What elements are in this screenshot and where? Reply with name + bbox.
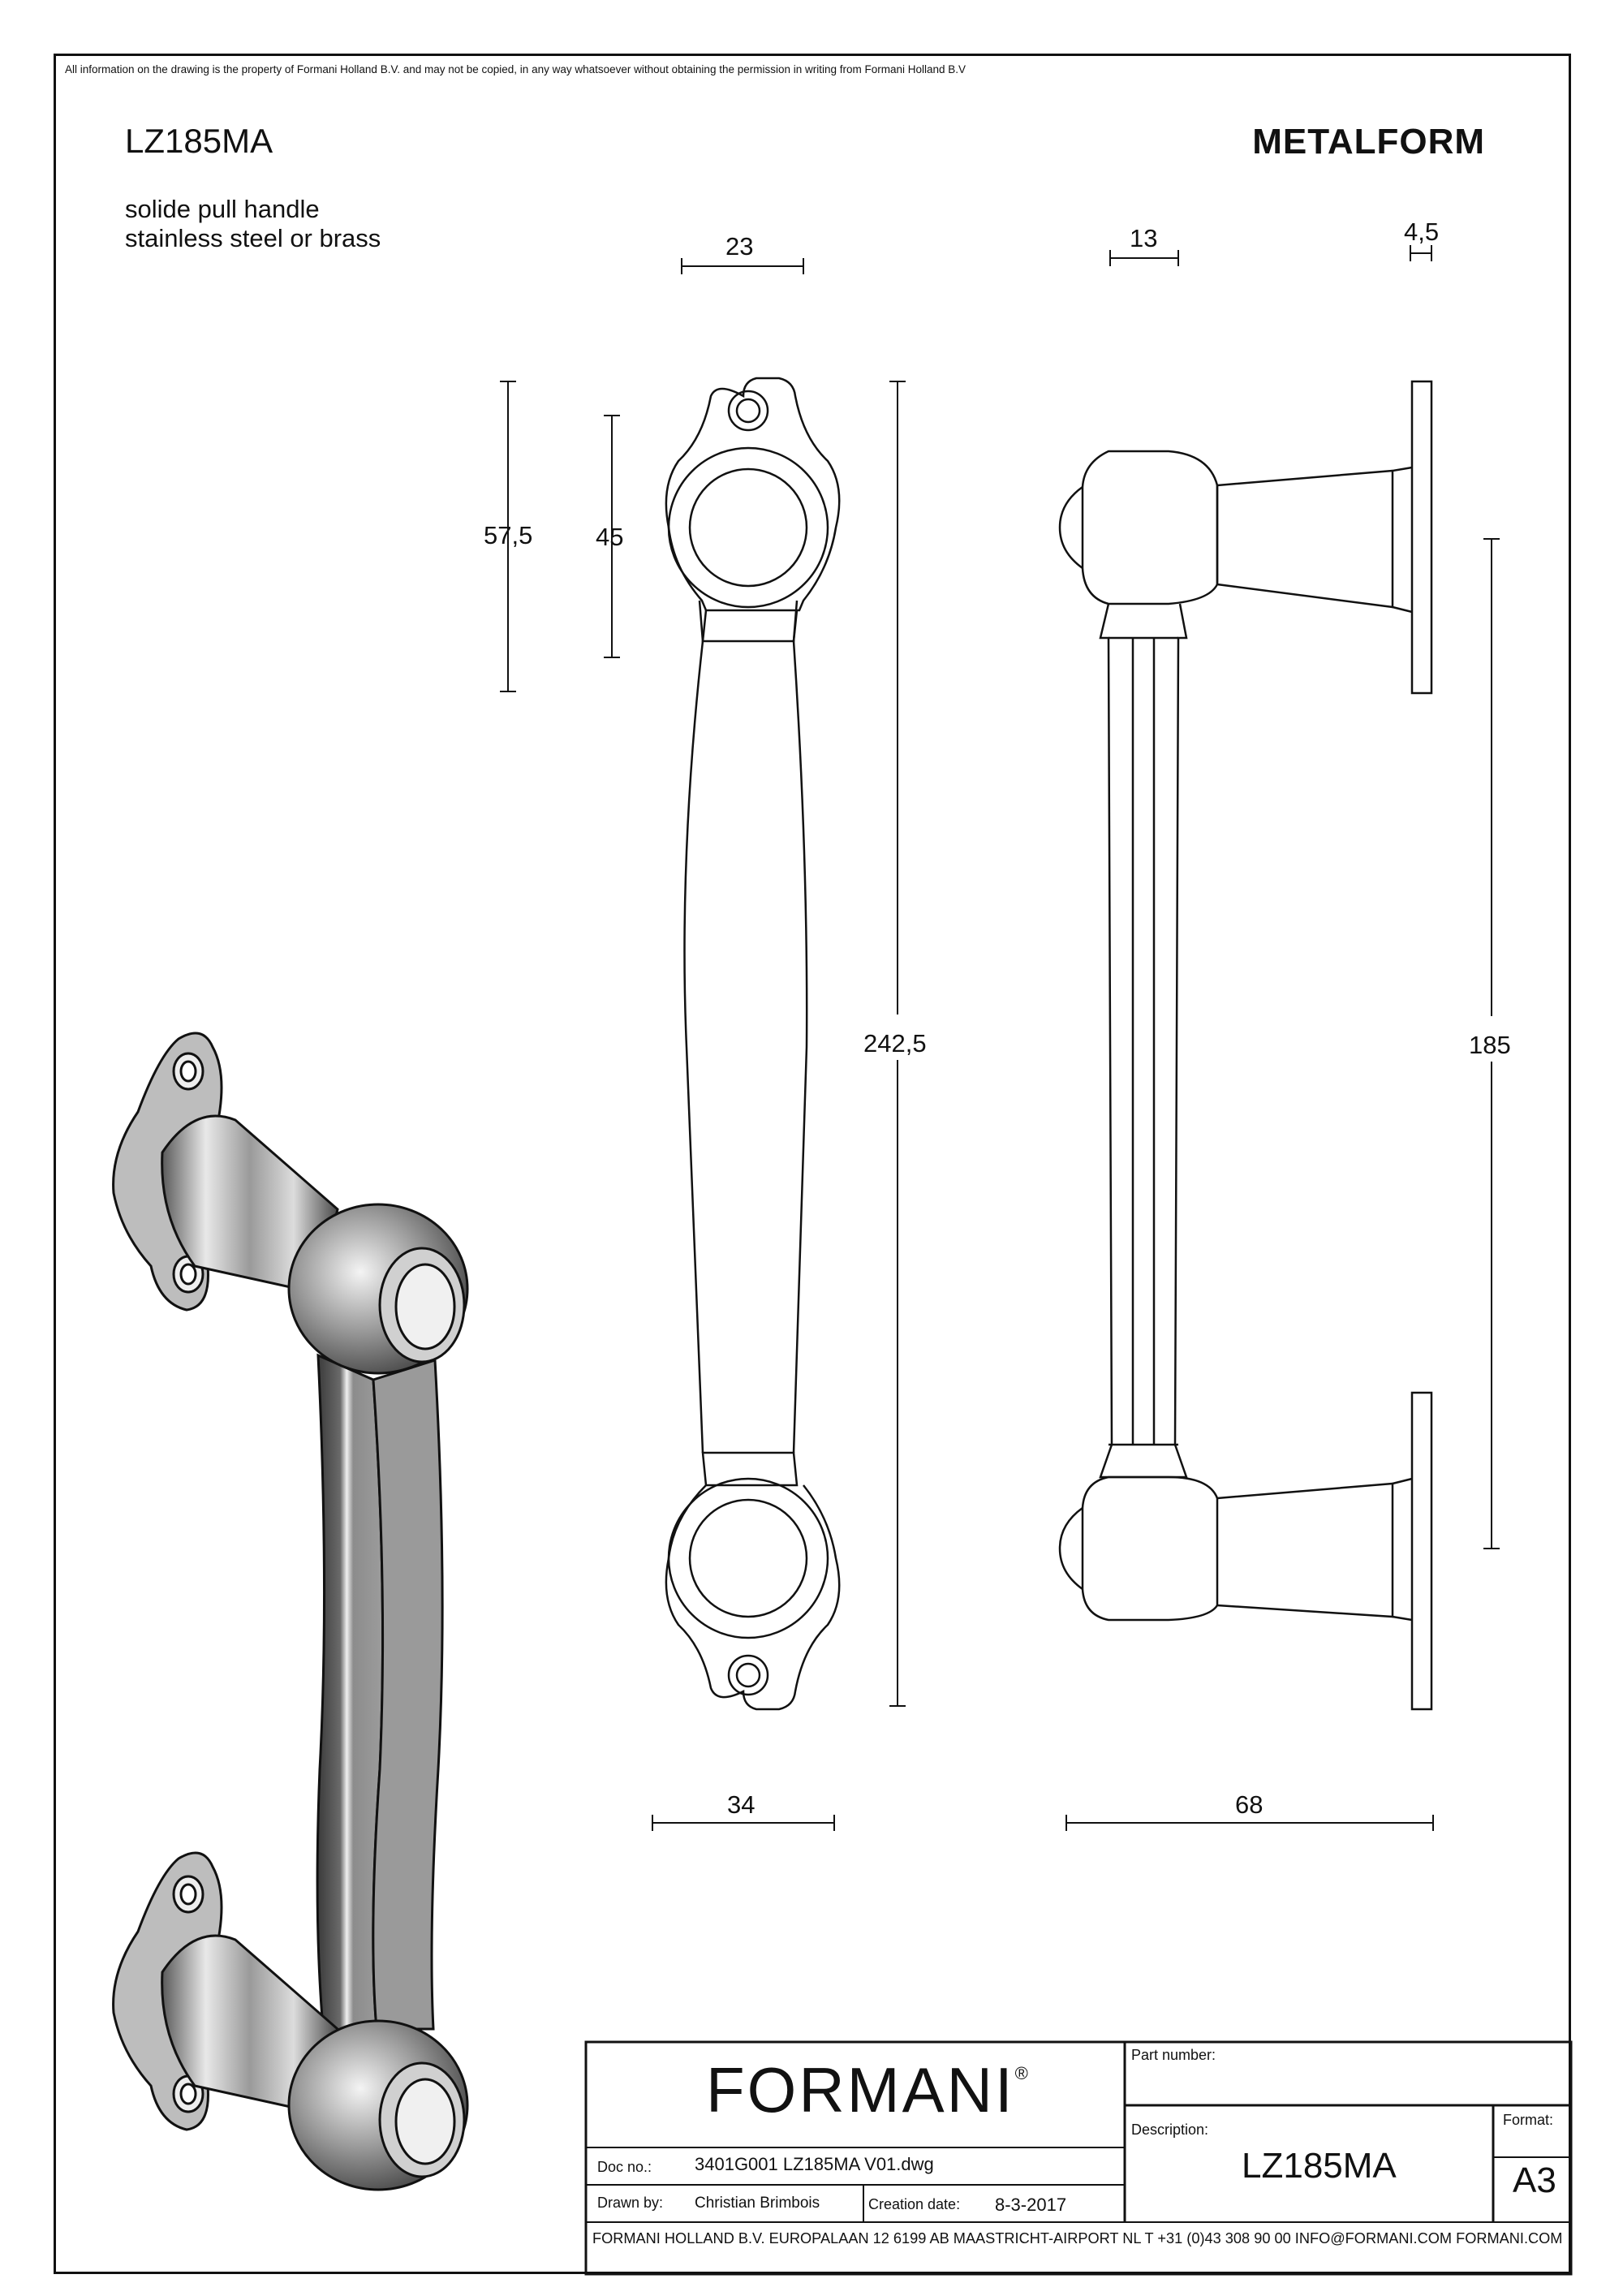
company-footer: FORMANI HOLLAND B.V. EUROPALAAN 12 6199 …: [592, 2230, 1563, 2246]
perspective-view: [112, 1032, 469, 2191]
dim-projection: 68: [1235, 1790, 1264, 1819]
doc-no-label: Doc no.:: [597, 2159, 652, 2175]
dim-center-distance: 185: [1469, 1031, 1511, 1059]
front-view: [665, 377, 841, 1711]
dimension-lines: [500, 245, 1500, 1831]
side-view: [1058, 380, 1433, 1711]
dim-ring-height: 45: [596, 523, 624, 551]
dim-front-width: 23: [725, 232, 754, 261]
copyright-notice: All information on the drawing is the pr…: [65, 63, 966, 75]
description-line-2: stainless steel or brass: [125, 224, 381, 252]
dim-rose-width: 34: [727, 1790, 756, 1819]
format-label: Format:: [1503, 2112, 1554, 2128]
description-value: LZ185MA: [1242, 2146, 1397, 2186]
format-value: A3: [1513, 2160, 1556, 2200]
drawn-by-value: Christian Brimbois: [695, 2195, 820, 2212]
dim-side-depth: 13: [1130, 224, 1158, 252]
title-block-grid: [584, 2040, 1573, 2276]
brand-name: METALFORM: [1252, 122, 1485, 162]
dim-plate-thickness: 4,5: [1404, 218, 1440, 246]
part-number-label: Part number:: [1131, 2047, 1216, 2063]
registered-mark: ®: [1014, 2063, 1031, 2083]
doc-no-value: 3401G001 LZ185MA V01.dwg: [695, 2154, 934, 2174]
description-label: Description:: [1131, 2122, 1209, 2138]
product-description: solide pull handle stainless steel or br…: [125, 195, 381, 253]
description-line-1: solide pull handle: [125, 195, 320, 223]
dim-overall-length: 242,5: [863, 1029, 927, 1058]
product-code: LZ185MA: [125, 122, 273, 160]
drawn-by-label: Drawn by:: [597, 2195, 664, 2211]
creation-date-label: Creation date:: [868, 2196, 961, 2212]
creation-date-value: 8-3-2017: [995, 2195, 1067, 2215]
formani-logo: FORMANI®: [706, 2053, 1031, 2127]
logo-text: FORMANI: [706, 2054, 1015, 2126]
